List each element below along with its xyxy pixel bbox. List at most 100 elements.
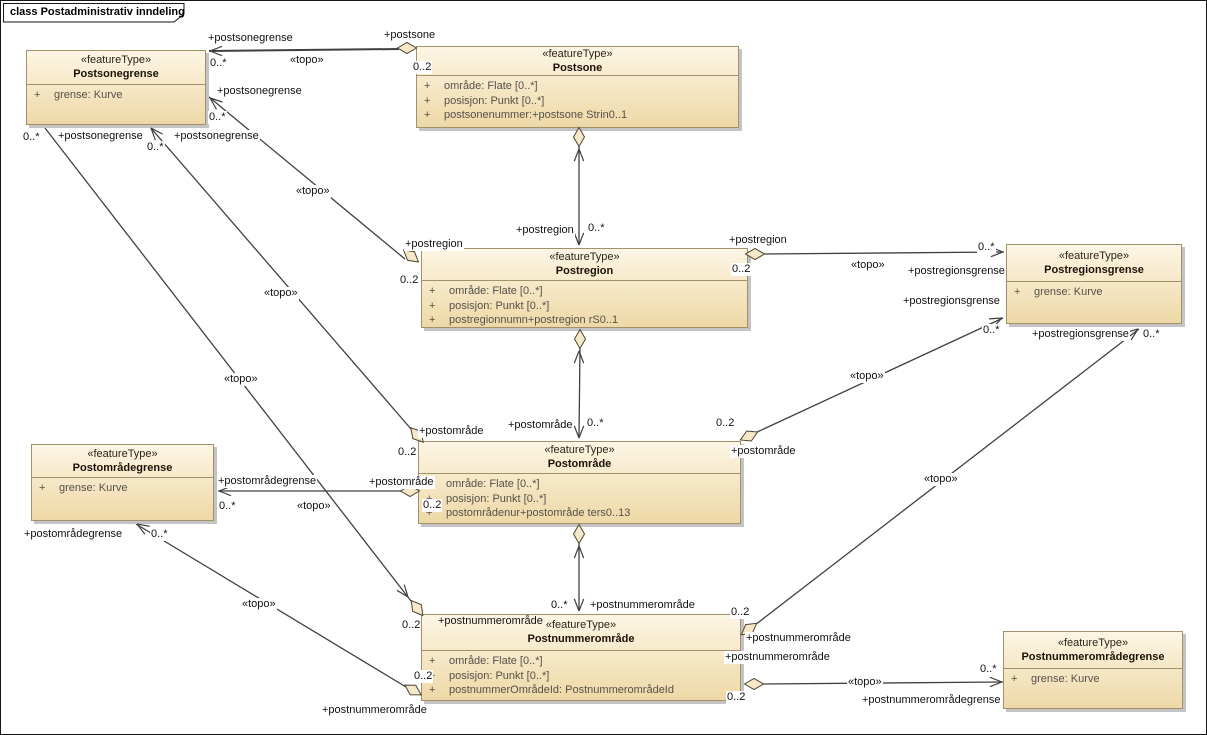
class-attribute-row: +område: Flate [0..*] (422, 654, 740, 669)
connector-role-label[interactable]: 0..* (22, 131, 41, 144)
connector-role-label[interactable]: 0..* (218, 500, 237, 513)
topo-stereotype-label[interactable]: «topo» (850, 259, 886, 272)
diagram-frame-title: class Postadministrativ inndeling (10, 6, 185, 18)
connector-role-label[interactable]: +postnummerområde (724, 651, 831, 664)
uml-class-postomrade[interactable]: «featureType»Postområde+område: Flate [0… (418, 441, 741, 524)
connector-role-label[interactable]: +postnummerområde (745, 632, 852, 645)
class-attribute-row: +postområdenur+postområde ters0..13 (419, 506, 740, 521)
visibility-plus: + (1014, 286, 1021, 298)
topo-stereotype-label[interactable]: «topo» (296, 500, 332, 513)
class-stereotype: «featureType» (542, 47, 613, 60)
class-attribute-row: + posisjon: Punkt [0..*] (417, 94, 738, 109)
visibility-plus: + (424, 94, 431, 107)
topo-stereotype-label[interactable]: «topo» (849, 370, 885, 383)
class-header: «featureType»Postregionsgrense (1007, 245, 1181, 282)
connector-role-label[interactable]: +postnummerområdegrense (861, 694, 1002, 707)
connector-role-label[interactable]: 0..* (586, 417, 605, 430)
connector-role-label[interactable]: +postområde (507, 419, 574, 432)
class-attribute-row: +område: Flate [0..*] (422, 284, 747, 299)
uml-class-postregionsgrense[interactable]: «featureType»Postregionsgrense + grense: K… (1006, 244, 1182, 324)
connector-role-label[interactable]: 0..2 (397, 446, 418, 459)
connector-role-label[interactable]: 0..2 (715, 417, 736, 430)
connector-role-label[interactable]: +postnummerområde (321, 704, 428, 717)
uml-class-postnummeromradegrense[interactable]: «featureType»Postnummerområdegrense+gren… (1003, 631, 1183, 709)
connector-postnummeromrade-postsonegrense[interactable] (44, 127, 412, 602)
connector-role-label[interactable]: +postregion (515, 224, 575, 237)
connector-role-label[interactable]: +postområdegrense (23, 528, 124, 541)
uml-class-postomradegrense[interactable]: «featureType»Postområdegrense +grense: Ku… (31, 444, 214, 521)
class-name: Postområde (547, 458, 612, 470)
connector-role-label[interactable]: +postregionsgrense (902, 295, 1001, 308)
class-name: Postregion (555, 265, 614, 277)
connector-role-label[interactable]: +postområde (368, 476, 435, 489)
class-attributes: +grense: Kurve (32, 478, 213, 496)
visibility-plus: + (39, 482, 46, 494)
connector-postregion-postsonegrense[interactable] (208, 96, 406, 260)
connector-role-label[interactable]: 0..2 (399, 274, 420, 287)
attribute-text: posisjon: Punkt [0..*] (444, 94, 545, 107)
connector-postsone-postsonegrense[interactable] (208, 48, 400, 52)
connector-role-label[interactable]: +postnummerområde (589, 599, 696, 612)
connector-role-label[interactable]: +postsonegrense (173, 130, 260, 143)
connector-role-label[interactable]: 0..* (982, 324, 1001, 337)
attribute-text: postnummerOmrådeId: PostnummerområdeId (449, 684, 674, 696)
class-header: «featureType»Postsonegrense (27, 51, 205, 85)
connector-role-label[interactable]: 0..2 (422, 499, 443, 512)
attribute-text: grense: Kurve (1034, 286, 1103, 298)
connector-role-label[interactable]: 0..* (550, 599, 569, 612)
class-header: «featureType»Postområdegrense (32, 445, 213, 478)
connector-role-label[interactable]: +postsonegrense (57, 130, 144, 143)
connector-role-label[interactable]: 0..2 (413, 670, 434, 683)
connector-role-label[interactable]: 0..* (208, 111, 227, 124)
connector-role-label[interactable]: 0..2 (731, 263, 752, 276)
uml-class-postregion[interactable]: «featureType»Postregion+område: Flate [0… (421, 248, 748, 328)
attribute-text: område: Flate [0..*] (449, 285, 543, 297)
connector-role-label[interactable]: 0..* (209, 57, 228, 70)
visibility-plus: + (429, 314, 436, 326)
class-stereotype: «featureType» (1058, 249, 1130, 262)
connector-role-label[interactable]: +postregion (728, 234, 788, 247)
connector-role-label[interactable]: 0..* (979, 663, 998, 676)
connector-role-label[interactable]: +postnummerområde (438, 615, 543, 627)
topo-stereotype-label[interactable]: «topo» (847, 676, 883, 689)
class-attribute-row: +grense: Kurve (32, 481, 213, 496)
connector-role-label[interactable]: 0..2 (412, 61, 433, 74)
topo-stereotype-label[interactable]: «topo» (295, 185, 331, 198)
connector-role-label[interactable]: +postsonegrense (216, 85, 303, 98)
class-header: «featureType»Postområde (419, 442, 740, 474)
topo-stereotype-label[interactable]: «topo» (289, 54, 325, 67)
topo-stereotype-label[interactable]: «topo» (263, 287, 299, 300)
connector-role-label[interactable]: +postsone (383, 29, 437, 42)
class-attributes: + grense: Kurve (1007, 282, 1181, 300)
connector-role-label[interactable]: 0..* (146, 141, 165, 154)
connector-role-label[interactable]: 0..2 (726, 691, 747, 704)
uml-class-postnummeromrade[interactable]: «featureType»Postnummerområde+område: Fl… (421, 614, 741, 701)
uml-class-postsone[interactable]: «featureType»Postsone+område: Flate [0..… (416, 46, 739, 128)
connector-postregion-postregionsgrense[interactable] (762, 251, 1005, 255)
connector-role-label[interactable]: +postregionsgrense (1031, 328, 1130, 341)
connector-role-label[interactable]: +postområde (418, 425, 485, 438)
connector-role-label[interactable]: +postområde (730, 445, 797, 458)
connector-role-label[interactable]: 0..* (977, 241, 996, 254)
connector-role-label[interactable]: 0..* (1142, 328, 1161, 341)
connector-role-label[interactable]: +postområdegrense (217, 475, 318, 488)
class-attributes: +område: Flate [0..*]+posisjon: Punkt [0… (422, 281, 747, 328)
connector-role-label[interactable]: +postregion (404, 238, 464, 251)
class-attributes: +område: Flate [0..*]+posisjon: Punkt [0… (419, 474, 740, 521)
visibility-plus: + (1011, 673, 1018, 685)
topo-stereotype-label[interactable]: «topo» (241, 598, 277, 611)
connector-role-label[interactable]: 0..2 (730, 606, 751, 619)
connector-role-label[interactable]: +postsonegrense (207, 32, 294, 45)
class-attributes: +område: Flate [0..*]+posisjon: Punkt [0… (422, 651, 740, 698)
topo-stereotype-label[interactable]: «topo» (923, 473, 959, 486)
uml-class-postsonegrense[interactable]: «featureType»Postsonegrense+grense: Kurv… (26, 50, 206, 125)
attribute-text: område: Flate [0..*] (446, 478, 540, 490)
connector-role-label[interactable]: 0..* (150, 528, 169, 541)
connector-postomrade-postsonegrense[interactable] (149, 126, 412, 430)
connector-role-label[interactable]: 0..2 (401, 619, 422, 632)
topo-stereotype-label[interactable]: «topo» (223, 373, 259, 386)
connector-role-label[interactable]: +postregionsgrense (907, 265, 1006, 278)
connector-role-label[interactable]: 0..* (587, 222, 606, 235)
